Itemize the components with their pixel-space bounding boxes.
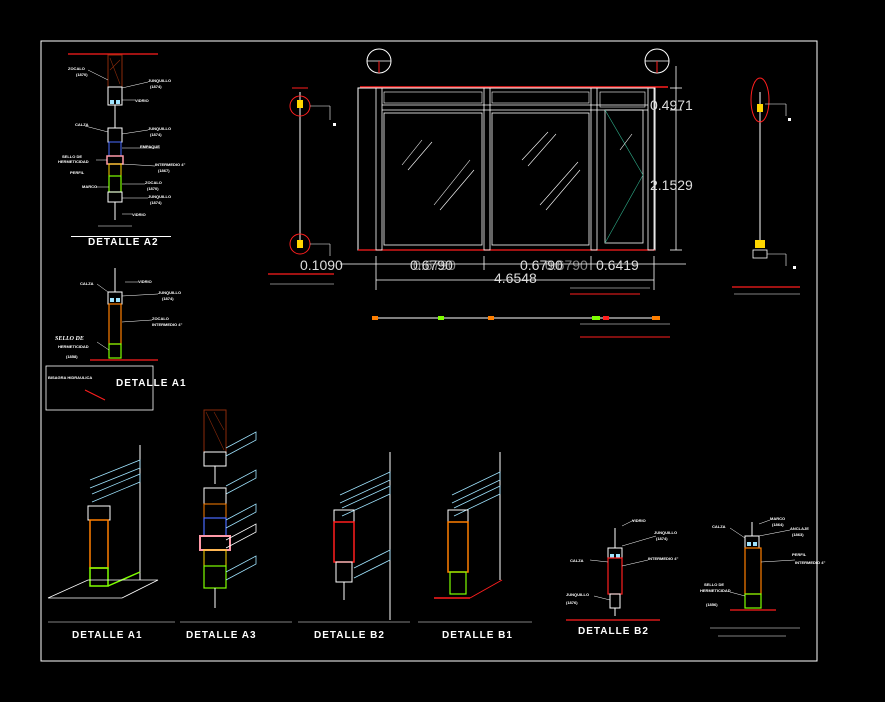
iso-b2-title: DETALLE B2 [314, 630, 385, 641]
iso-b1-title: DETALLE B1 [442, 630, 513, 641]
a2-zocalo-label: ZOCALO [68, 66, 85, 71]
a1-intermedio-label: INTERMEDIO 4" [152, 322, 182, 327]
a2-junquillo-code-3: (1874) [150, 200, 162, 205]
a1-calza-label: CALZA [80, 281, 94, 286]
dim-door: 0.6419 [596, 257, 639, 273]
sheet-border [40, 40, 818, 662]
b2-vidrio-label: VIDRIO [632, 518, 646, 523]
b2b-marco-label: MARCO [770, 516, 785, 521]
b2-intermedio-label: INTERMEDIO 4" [648, 556, 678, 561]
iso-a3-title: DETALLE A3 [186, 630, 257, 641]
a2-perfil-label: PERFIL [70, 170, 85, 175]
a2-calza-label: CALZA [75, 122, 89, 127]
b2b-intermedio-label: INTERMEDIO 4" [795, 560, 825, 565]
dim-top-height: 0.4971 [650, 97, 693, 113]
a1-sello-italic: SELLO DE [55, 336, 84, 342]
a1-zocalo-label: ZOCALO [152, 316, 169, 321]
a2-marco-label: MARCO [82, 184, 97, 189]
detalle-a2-section: ZOCALO (1870) JUNQUILLO (1874) VIDRIO CA… [58, 53, 185, 248]
a2-junquillo-code-2: (1874) [150, 132, 162, 137]
a2-junquillo-label-2: JUNQUILLO [148, 126, 171, 131]
iso-detalle-b2: DETALLE B2 [298, 452, 410, 641]
detalle-a1-title: DETALLE A1 [116, 378, 187, 389]
b2b-anclaje-label: ANCLAJE [790, 526, 809, 531]
dim-left-offset: 0.1090 [300, 257, 343, 273]
side-section-left [268, 87, 336, 285]
a2-junquillo-label-3: JUNQUILLO [148, 194, 171, 199]
iso-detalle-a3: DETALLE A3 [180, 409, 292, 641]
a2-vidrio-label-2: VIDRIO [132, 212, 146, 217]
iso-a1-title: DETALLE A1 [72, 630, 143, 641]
b2b-sello-code: (1856) [706, 602, 718, 607]
dim-panel-1: 0.6790 [410, 257, 453, 273]
b2b-calza-label: CALZA [712, 524, 726, 529]
a2-hermeticidad-label: HERMETICIDAD [58, 159, 89, 164]
a1-bisagra-label: BISAGRA HIDRAULICA [48, 375, 92, 380]
b2b-sello-label: SELLO DE [704, 582, 724, 587]
dim-main-height: 2.1529 [650, 177, 693, 193]
a1-hermeticidad-label: HERMETICIDAD [58, 344, 89, 349]
b2b-marco-code: (1864) [772, 522, 784, 527]
b2b-hermeticidad-label: HERMETICIDAD [700, 588, 731, 593]
a2-junquillo-label: JUNQUILLO [148, 78, 171, 83]
a2-zocalo-code: (1870) [76, 72, 88, 77]
b2-junquillo-code-2: (1876) [566, 600, 578, 605]
detalle-a2-title: DETALLE A2 [88, 237, 159, 248]
dim-panel-3: 0.6790 [520, 257, 563, 273]
a2-vidrio-label: VIDRIO [135, 98, 149, 103]
b2-junquillo-label-2: JUNQUILLO [566, 592, 589, 597]
b2-junquillo-code: (1874) [656, 536, 668, 541]
detalle-b2-title: DETALLE B2 [578, 626, 649, 637]
a1-junquillo-code: (1874) [162, 296, 174, 301]
side-section-right [732, 77, 800, 295]
dim-panel-2: 0.6790 [413, 257, 456, 273]
b2-calza-label: CALZA [570, 558, 584, 563]
window-elevation: 0.4971 2.1529 0.1090 0.6790 0.6790 0.679… [300, 48, 693, 338]
b2b-perfil-label: PERFIL [792, 552, 807, 557]
a2-intermedio-label: INTERMEDIO 4" [155, 162, 185, 167]
a2-zocalo-code-2: (1870) [147, 186, 159, 191]
dim-total-width: 4.6548 [494, 270, 537, 286]
a1-junquillo-label: JUNQUILLO [158, 290, 181, 295]
iso-detalle-b1: DETALLE B1 [418, 452, 532, 641]
detalle-a1-section: VIDRIO CALZA JUNQUILLO (1874) ZOCALO INT… [45, 268, 187, 411]
a2-intermedio-code: (1867) [158, 168, 170, 173]
detalle-b2-section: VIDRIO JUNQUILLO (1874) CALZA INTERMEDIO… [566, 516, 825, 637]
a2-sello-label: SELLO DE [62, 154, 82, 159]
iso-detalle-a1: DETALLE A1 [47, 445, 175, 641]
b2b-anclaje-code: (1863) [792, 532, 804, 537]
a1-vidrio-label: VIDRIO [138, 279, 152, 284]
a2-junquillo-code: (1874) [150, 84, 162, 89]
a1-sello-code: (1858) [66, 354, 78, 359]
a2-zocalo-label-2: ZOCALO [145, 180, 162, 185]
dim-panel-4: 0.6790 [545, 257, 588, 273]
a2-empaque-label: EMPAQUE [140, 144, 160, 149]
b2-junquillo-label: JUNQUILLO [654, 530, 677, 535]
